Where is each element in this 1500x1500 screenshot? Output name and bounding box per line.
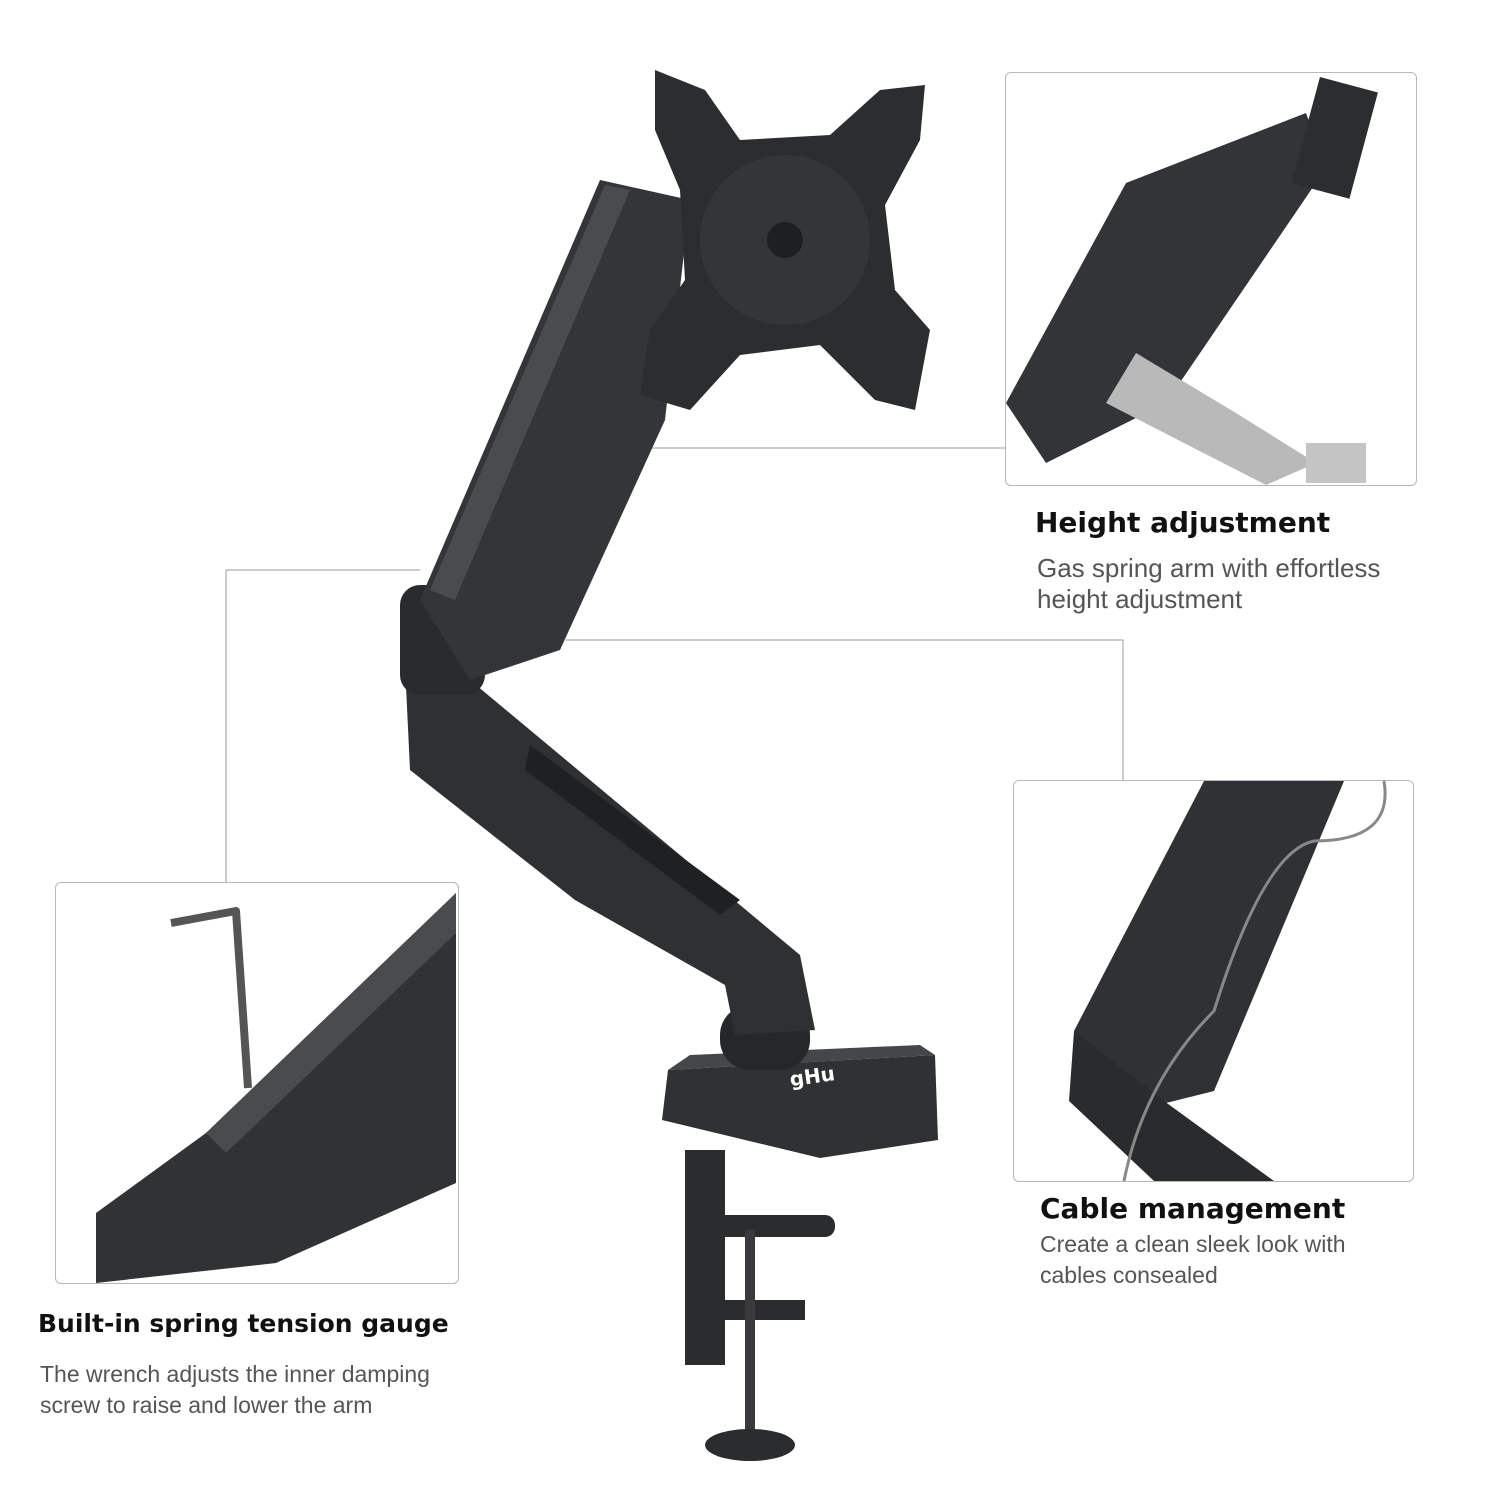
desc-line: Create a clean sleek look with: [1040, 1231, 1346, 1257]
feature-desc-gauge: The wrench adjusts the inner damping scr…: [40, 1359, 430, 1421]
upper-arm: [420, 180, 690, 680]
spring-tension-photo: [96, 893, 456, 1283]
connector-line-gauge: [225, 569, 420, 882]
feature-title-cable: Cable management: [1040, 1192, 1346, 1225]
desc-line: The wrench adjusts the inner damping: [40, 1361, 430, 1387]
desc-line: screw to raise and lower the arm: [40, 1392, 373, 1418]
hex-wrench: [170, 907, 252, 1089]
connector-line-cable: [565, 639, 1124, 780]
height-adjustment-photo: [1006, 76, 1378, 485]
desc-line: cables consealed: [1040, 1262, 1218, 1288]
lower-arm: [405, 665, 815, 1035]
inset-cable-management: [1013, 780, 1414, 1182]
feature-desc-height: Gas spring arm with effortless height ad…: [1037, 553, 1380, 615]
feature-title-height: Height adjustment: [1035, 506, 1331, 539]
cable-management-photo: [1069, 781, 1387, 1181]
feature-title-gauge: Built-in spring tension gauge: [38, 1309, 449, 1338]
desk-clamp: [685, 1150, 835, 1461]
feature-desc-cable: Create a clean sleek look with cables co…: [1040, 1229, 1346, 1291]
inset-height-adjustment: [1005, 72, 1417, 486]
desc-line: Gas spring arm with effortless: [1037, 553, 1381, 583]
inset-spring-tension: [55, 882, 459, 1284]
desc-line: height adjustment: [1037, 584, 1243, 614]
